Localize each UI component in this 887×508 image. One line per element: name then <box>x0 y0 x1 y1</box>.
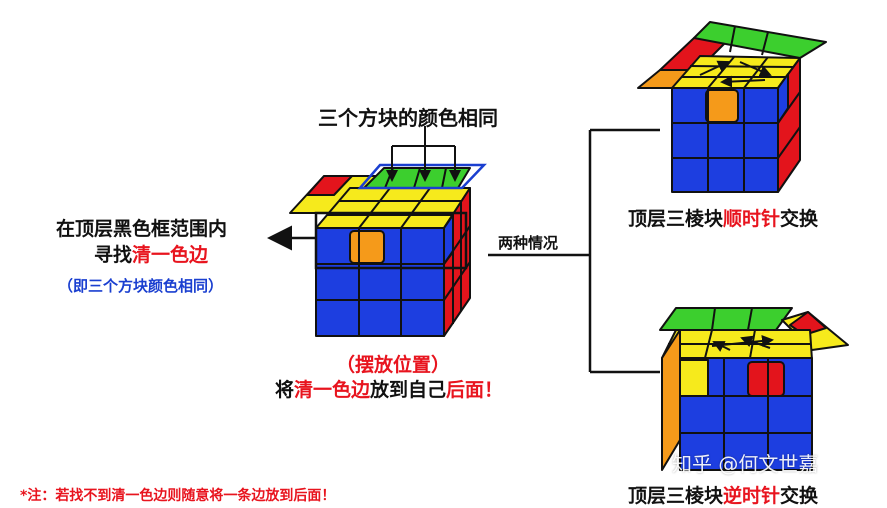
cw-part-a: 顶层三棱块 <box>628 208 724 230</box>
left-instruction-line2: 寻找清一色边 <box>94 240 208 267</box>
placement-part-c: 放到自己 <box>370 379 447 401</box>
ccw-swap-arrows <box>711 335 774 352</box>
cube-counterclockwise <box>659 307 849 471</box>
center-cube <box>289 167 471 337</box>
ccw-part-c: 交换 <box>780 485 819 507</box>
two-cases-label: 两种情况 <box>498 234 559 252</box>
placement-instruction: 将清一色边放到自己后面！ <box>275 375 503 402</box>
left-instruction-line1: 在顶层黑色框范围内 <box>56 218 228 240</box>
placement-part-a: 将 <box>275 379 295 401</box>
placement-part-b: 清一色边 <box>294 379 371 401</box>
branch-connector <box>488 128 660 374</box>
clockwise-caption: 顶层三棱块顺时针交换 <box>628 204 818 231</box>
ccw-part-a: 顶层三棱块 <box>628 485 724 507</box>
left-instruction-edge: 清一色边 <box>132 244 209 266</box>
same-color-frame <box>357 163 487 190</box>
cw-part-c: 交换 <box>780 208 819 230</box>
left-instruction-find: 寻找 <box>94 244 133 266</box>
counterclockwise-caption: 顶层三棱块逆时针交换 <box>628 481 818 508</box>
left-note: （即三个方块颜色相同） <box>58 277 224 295</box>
same-color-callout <box>386 126 461 182</box>
watermark: 知乎 @何文世嘉 <box>672 452 819 476</box>
same-colors-label: 三个方块的颜色相同 <box>318 106 498 130</box>
top-layer-frame <box>314 211 468 270</box>
placement-part-d: 后面！ <box>446 379 504 401</box>
footnote: *注：若找不到清一色边则随意将一条边放到后面！ <box>20 488 336 504</box>
ccw-part-b: 逆时针 <box>723 485 781 507</box>
cube-clockwise <box>637 21 827 193</box>
cw-swap-arrows <box>699 60 772 88</box>
placement-title: （摆放位置） <box>336 354 451 376</box>
cw-part-b: 顺时针 <box>723 208 781 230</box>
